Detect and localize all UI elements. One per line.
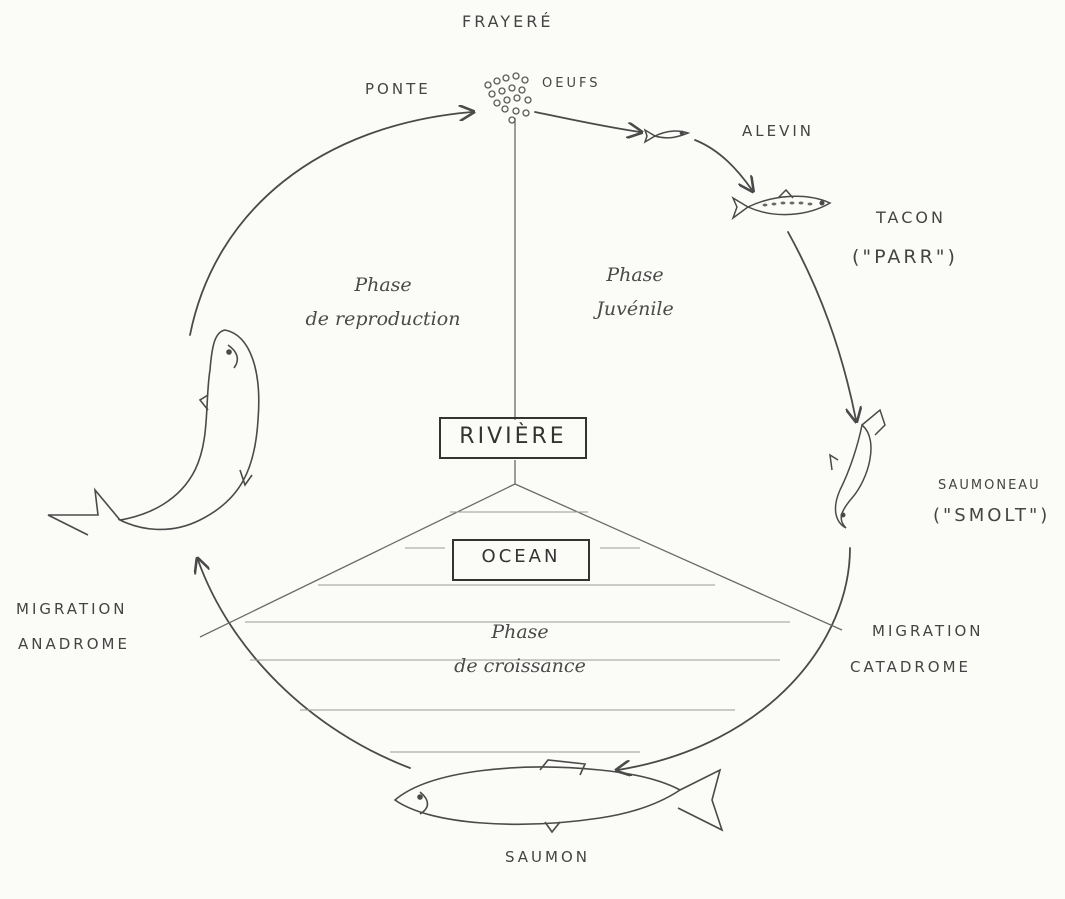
ocean-box xyxy=(452,539,590,581)
saumon-fish-icon xyxy=(393,759,724,834)
eggs-icon xyxy=(484,72,532,124)
arrow-tacon-to-saumoneau xyxy=(787,231,856,420)
arrow-oeufs-to-alevin xyxy=(534,111,640,132)
label-saumon: SAUMON xyxy=(505,848,591,866)
label-smolt: ("SMOLT") xyxy=(933,505,1051,526)
label-migration-catadrome-line1: MIGRATION xyxy=(872,622,984,640)
phase-reproduction: Phase de reproduction xyxy=(268,268,498,336)
label-alevin: ALEVIN xyxy=(742,122,815,140)
returning-salmon-icon xyxy=(47,329,260,536)
label-oeufs: OEUFS xyxy=(542,76,601,91)
alevin-fish-icon xyxy=(643,128,691,144)
label-migration-anadrome-line2: ANADROME xyxy=(18,635,130,653)
arrow-migration-anadrome xyxy=(198,560,411,769)
label-ponte: PONTE xyxy=(365,80,431,98)
saumoneau-fish-icon xyxy=(829,408,886,529)
arrow-migration-catadrome xyxy=(618,547,851,770)
riviere-label: RIVIÈRE xyxy=(459,424,567,449)
phase-juvenile-line2: Juvénile xyxy=(596,298,674,320)
phase-juvenile: Phase Juvénile xyxy=(560,258,710,326)
ocean-wedge-right xyxy=(514,483,843,631)
phase-reproduction-line1: Phase xyxy=(354,274,412,296)
label-tacon: TACON xyxy=(876,208,946,227)
ocean-label: OCEAN xyxy=(481,546,561,567)
arrow-alevin-to-tacon xyxy=(694,139,752,190)
phase-juvenile-line1: Phase xyxy=(606,264,664,286)
label-migration-catadrome-line2: CATADROME xyxy=(850,658,972,676)
tacon-fish-icon xyxy=(731,188,832,221)
label-frayere: FRAYERÉ xyxy=(462,12,554,31)
label-parr: ("PARR") xyxy=(852,246,958,268)
label-saumoneau: SAUMONEAU xyxy=(938,478,1041,493)
phase-reproduction-line2: de reproduction xyxy=(305,308,461,330)
phase-croissance-line1: Phase xyxy=(491,621,549,643)
arrow-ponte xyxy=(189,112,472,336)
ocean-wedge-left xyxy=(199,483,516,638)
phase-croissance-line2: de croissance xyxy=(454,655,586,677)
ocean-waves xyxy=(245,511,790,753)
phase-croissance: Phase de croissance xyxy=(420,615,620,683)
riviere-box xyxy=(439,417,587,459)
label-migration-anadrome-line1: MIGRATION xyxy=(16,600,128,618)
